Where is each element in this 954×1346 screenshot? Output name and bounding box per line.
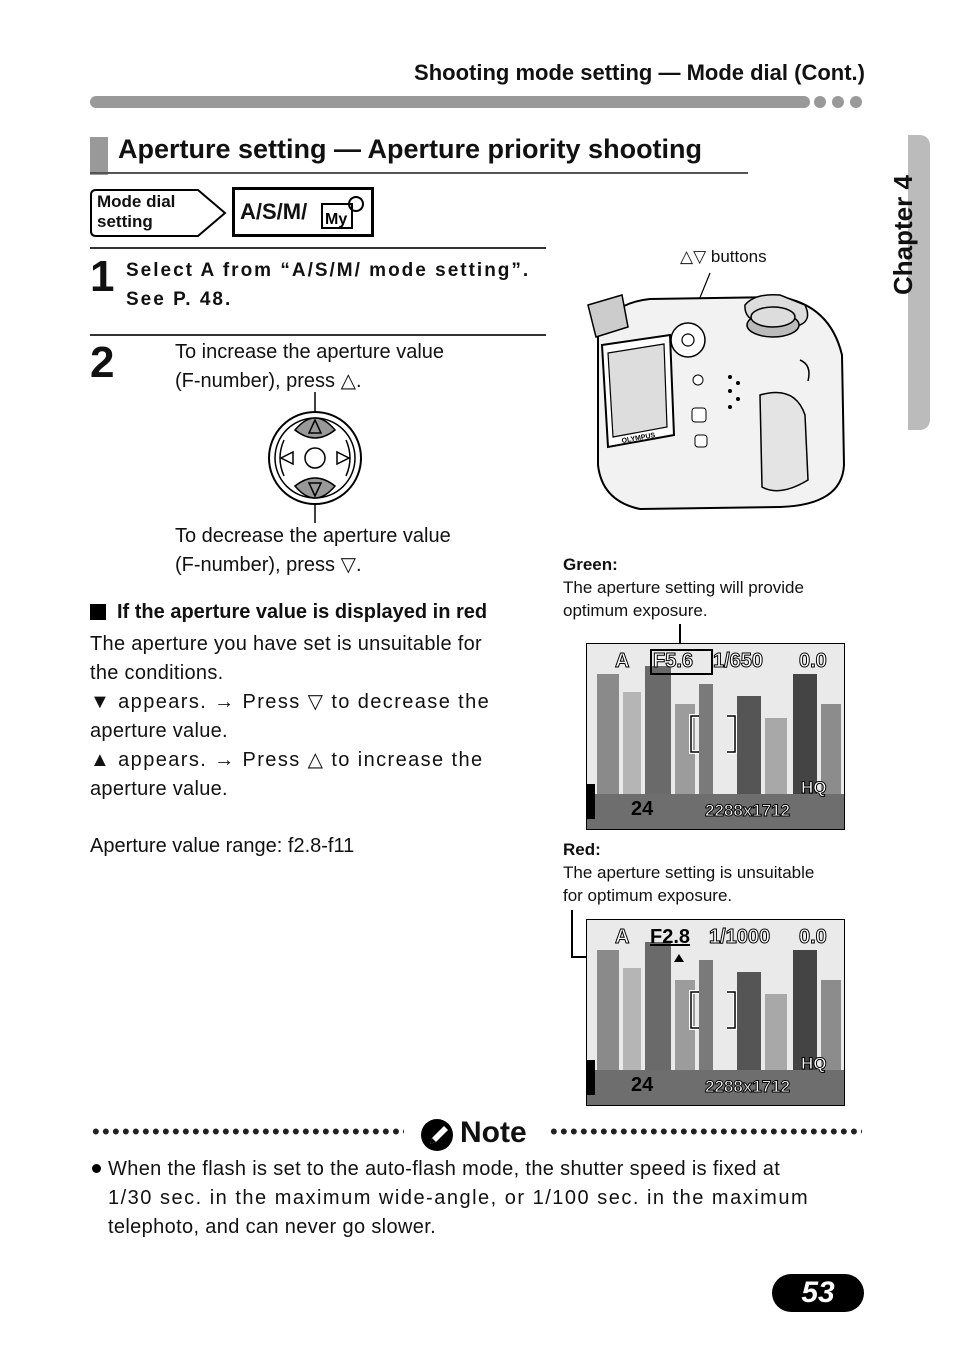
step-number: 2: [90, 338, 115, 387]
header-dot: [832, 96, 844, 108]
lcd-shutter: 1/1000: [708, 926, 771, 949]
callout-line: [571, 910, 573, 958]
svg-text:My: My: [325, 211, 347, 228]
section-title: Aperture setting — Aperture priority sho…: [118, 134, 703, 164]
lcd-aperture: F5.6: [652, 650, 694, 673]
lcd-frames: 24: [631, 798, 654, 820]
lcd-mode: A: [614, 926, 630, 949]
square-bullet-icon: [90, 604, 106, 620]
city-skyline-image: [587, 644, 844, 829]
aperture-range: Aperture value range: f2.8-f11: [90, 835, 355, 857]
city-skyline-image: [587, 920, 844, 1105]
running-header: Shooting mode setting — Mode dial (Cont.…: [414, 60, 865, 85]
note-dotted-rule: ••••••••••••••••••••••••••••••••••••: [550, 1127, 862, 1139]
buttons-label: △▽ buttons: [680, 247, 767, 266]
note-pencil-icon: [421, 1119, 453, 1151]
header-rule: [90, 96, 810, 108]
lcd-red: A F2.8 1/1000 0.0 HQ 24 2288x1712: [586, 919, 845, 1106]
red-title: Red:: [563, 840, 601, 859]
aperture-highlight-box: [650, 649, 713, 675]
section-rule: [90, 172, 748, 174]
chapter-tab: [908, 135, 930, 430]
section-marker: [90, 137, 108, 175]
page-number: 53: [801, 1276, 835, 1309]
increase-instruction: To increase the aperture value (F-number…: [175, 341, 445, 392]
lcd-ev: 0.0: [799, 926, 828, 949]
mode-dial-label: Mode dial setting: [97, 192, 176, 231]
step-1-text: Select A from “A/S/M/ mode setting”. See…: [126, 260, 531, 310]
step-rule: [90, 247, 546, 249]
header-dot: [850, 96, 862, 108]
mode-dial-arrow-label: [90, 189, 227, 237]
decrease-instruction: To decrease the aperture value (F-number…: [175, 525, 451, 576]
my-mode-icon: My: [321, 196, 364, 229]
mode-dial-value-box: [232, 187, 374, 237]
lcd-ev: 0.0: [799, 650, 828, 673]
note-body: When the flash is set to the auto-flash …: [108, 1158, 810, 1238]
camera-illustration: OLYMPUS: [587, 272, 846, 511]
lcd-size: 2288x1712: [704, 1077, 791, 1097]
header-dot: [814, 96, 826, 108]
red-info-body: The aperture you have set is unsuitable …: [90, 633, 491, 800]
lcd-shutter: 1/650: [712, 650, 764, 673]
note-title: Note: [460, 1116, 527, 1149]
lcd-quality: HQ: [801, 778, 827, 798]
step-rule: [90, 334, 546, 336]
red-info-heading: If the aperture value is displayed in re…: [117, 601, 488, 623]
green-title: Green:: [563, 555, 618, 574]
lcd-quality: HQ: [801, 1054, 827, 1074]
note-dotted-rule: ••••••••••••••••••••••••••••••••••••: [92, 1127, 404, 1139]
red-description: The aperture setting is unsuitable for o…: [563, 863, 815, 905]
lcd-mode: A: [614, 650, 630, 673]
page-number-badge: [772, 1274, 864, 1312]
chapter-label: Chapter 4: [888, 175, 918, 295]
lcd-aperture: F2.8: [650, 926, 691, 948]
green-description: The aperture setting will provide optimu…: [563, 578, 804, 620]
lcd-green: A F5.6 1/650 0.0 HQ 24 2288x1712: [586, 643, 845, 830]
lcd-size: 2288x1712: [704, 801, 791, 821]
step-number: 1: [90, 252, 115, 301]
mode-dial-value: A/S/M/: [240, 199, 308, 224]
callout-line: [679, 624, 681, 650]
arrow-pad-diagram: [268, 392, 362, 523]
bullet-icon: [92, 1164, 101, 1173]
lcd-frames: 24: [631, 1074, 654, 1096]
